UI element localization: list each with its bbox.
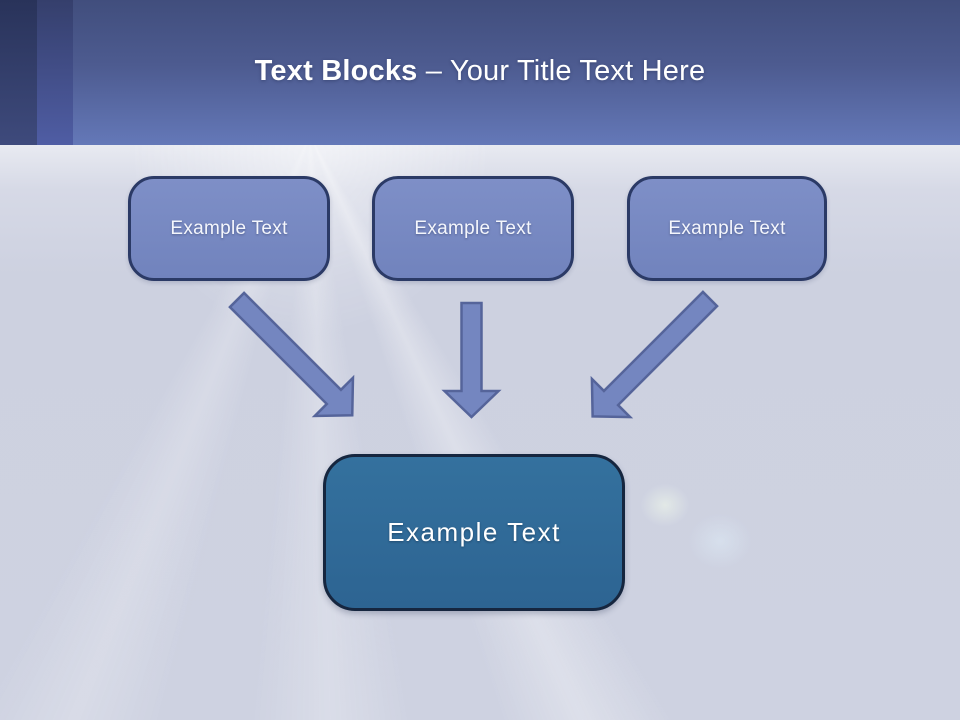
- text-block-middle: Example Text: [372, 176, 574, 281]
- center-text-block-label: Example Text: [387, 517, 561, 547]
- text-block-left-label: Example Text: [170, 217, 288, 239]
- header-stripe-dark: [0, 0, 37, 145]
- text-block-right-label: Example Text: [668, 217, 786, 239]
- slide-title: Text Blocks – Your Title Text Here: [0, 54, 960, 89]
- slide-title-emphasis: Text Blocks: [254, 55, 418, 87]
- text-block-middle-label: Example Text: [414, 217, 532, 239]
- text-block-right: Example Text: [627, 176, 827, 281]
- center-text-block: Example Text: [323, 454, 625, 611]
- text-block-left: Example Text: [128, 176, 330, 281]
- lens-flare-large: [688, 513, 752, 569]
- slide-header: Text Blocks – Your Title Text Here: [0, 0, 960, 145]
- lens-flare-small: [640, 483, 690, 527]
- header-stripe-medium: [37, 0, 73, 145]
- slide-title-rest: – Your Title Text Here: [417, 55, 706, 87]
